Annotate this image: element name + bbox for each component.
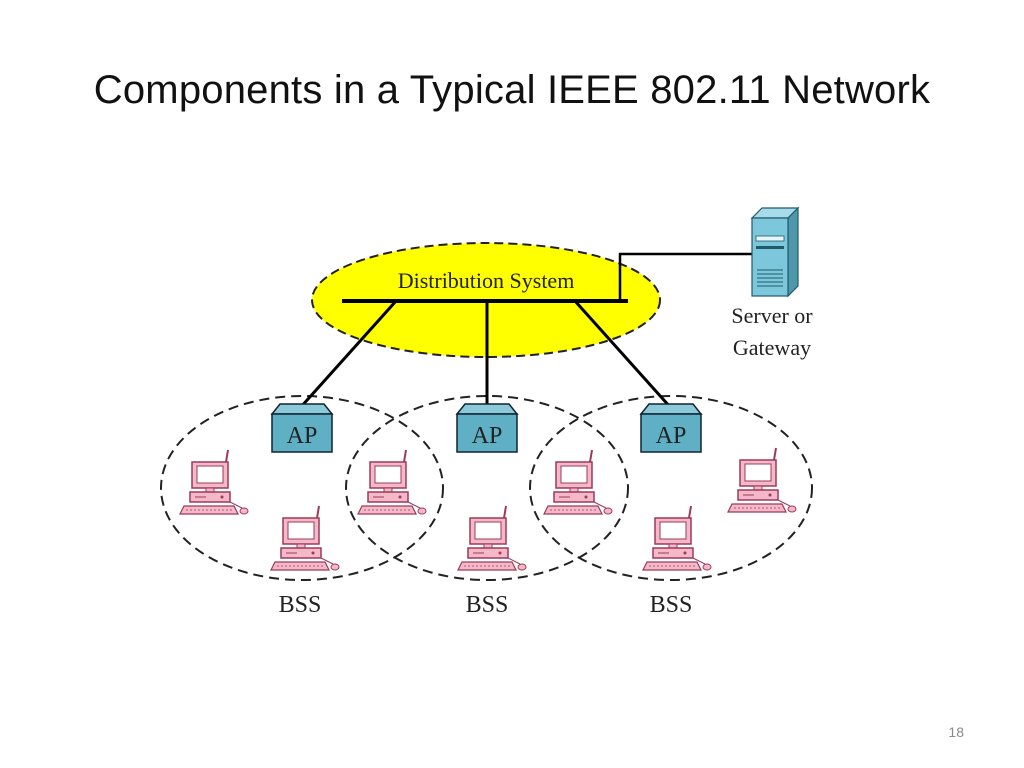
bss-label-3: BSS (650, 592, 693, 618)
server-label-line2: Gateway (733, 335, 811, 360)
page-title: Components in a Typical IEEE 802.11 Netw… (93, 68, 931, 112)
page-number: 18 (948, 724, 964, 740)
access-point-2: AP (455, 403, 519, 453)
server-icon (750, 206, 800, 298)
station-computer-icon (642, 505, 712, 571)
server-label-line1: Server or (731, 303, 813, 328)
ap-label-2: AP (472, 423, 503, 449)
bss-label-1: BSS (279, 592, 322, 618)
bss-coverage-3 (529, 395, 813, 581)
ap-link-3 (573, 299, 673, 410)
station-computer-icon (543, 449, 613, 515)
ap-link-1 (298, 299, 398, 410)
station-computer-icon (179, 449, 249, 515)
ap-label-3: AP (656, 423, 687, 449)
distribution-system-label: Distribution System (398, 268, 575, 293)
bss-coverage-2 (345, 395, 629, 581)
access-point-3: AP (639, 403, 703, 453)
bss-label-2: BSS (466, 592, 509, 618)
bss-coverage-1 (160, 395, 444, 581)
access-point-1: AP (270, 403, 334, 453)
station-computer-icon (457, 505, 527, 571)
station-computer-icon (357, 449, 427, 515)
server-link (618, 252, 752, 301)
station-computer-icon (270, 505, 340, 571)
station-computer-icon (727, 447, 797, 513)
ap-label-1: AP (287, 423, 318, 449)
